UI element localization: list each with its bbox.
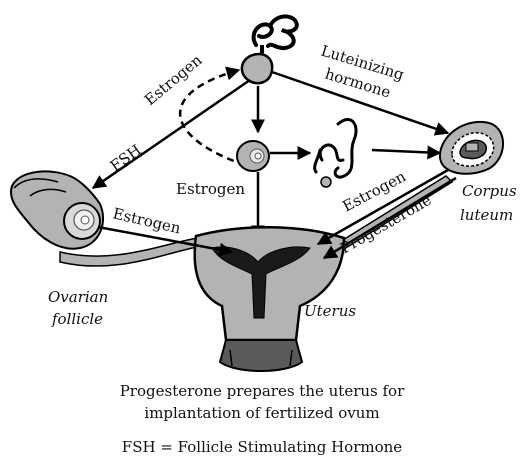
label-luteum: luteum xyxy=(460,206,513,224)
squiggle-to-corpus-arrow xyxy=(372,150,440,153)
squiggle-upper xyxy=(320,145,343,161)
corpus-luteum-ovary xyxy=(440,122,503,174)
label-estrogen-center: Estrogen xyxy=(176,180,245,198)
label-estrogen-top: Estrogen xyxy=(141,51,206,109)
pituitary-gland xyxy=(242,54,272,83)
caption-line-1: Progesterone prepares the uterus for xyxy=(120,382,405,400)
caption-fsh-definition: FSH = Follicle Stimulating Hormone xyxy=(122,438,403,456)
hypothalamus-shape xyxy=(254,16,297,48)
label-ovarian: Ovarian xyxy=(48,288,108,306)
central-follicle xyxy=(237,141,269,171)
squiggle-left xyxy=(315,150,320,172)
label-follicle: follicle xyxy=(51,310,103,328)
ovarian-follicle xyxy=(64,203,100,239)
caption-line-2: implantation of fertilized ovum xyxy=(144,404,379,422)
ovum xyxy=(321,177,331,187)
label-uterus: Uterus xyxy=(304,302,356,320)
estrogen-feedback-arrow xyxy=(180,70,245,165)
label-corpus: Corpus xyxy=(462,182,517,200)
squiggle-right xyxy=(335,119,356,177)
label-fsh: FSH xyxy=(107,141,145,175)
